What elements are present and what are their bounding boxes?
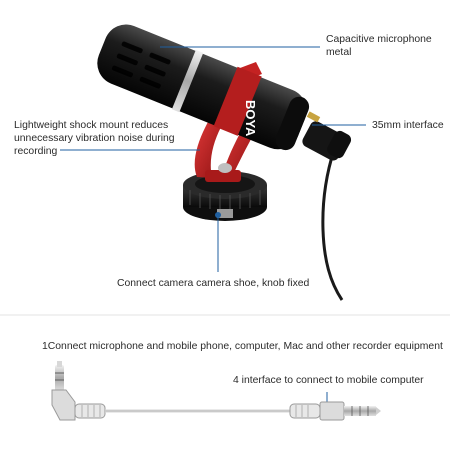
label-capacitive-line2: metal	[326, 47, 352, 58]
label-capacitive-line1: Capacitive microphone	[326, 34, 432, 45]
label-interface-4: 4 interface to connect to mobile compute…	[233, 375, 424, 386]
headphone-plug	[302, 111, 352, 161]
label-camera-shoe: Connect camera camera shoe, knob fixed	[117, 278, 310, 289]
label-shock-line1: Lightweight shock mount reduces	[14, 120, 169, 131]
microphone-body	[97, 24, 310, 151]
label-connect-info: 1Connect microphone and mobile phone, co…	[42, 341, 443, 352]
trrs-cable	[51, 361, 381, 421]
brand-logo: BOYA	[243, 100, 258, 137]
label-35mm-interface: 35mm interface	[372, 120, 444, 131]
label-shock-line2: unnecessary vibration noise during	[14, 133, 175, 144]
label-shock-line3: recording	[14, 146, 58, 157]
microphone-cable	[321, 149, 344, 301]
camera-shoe-knob	[183, 171, 267, 221]
